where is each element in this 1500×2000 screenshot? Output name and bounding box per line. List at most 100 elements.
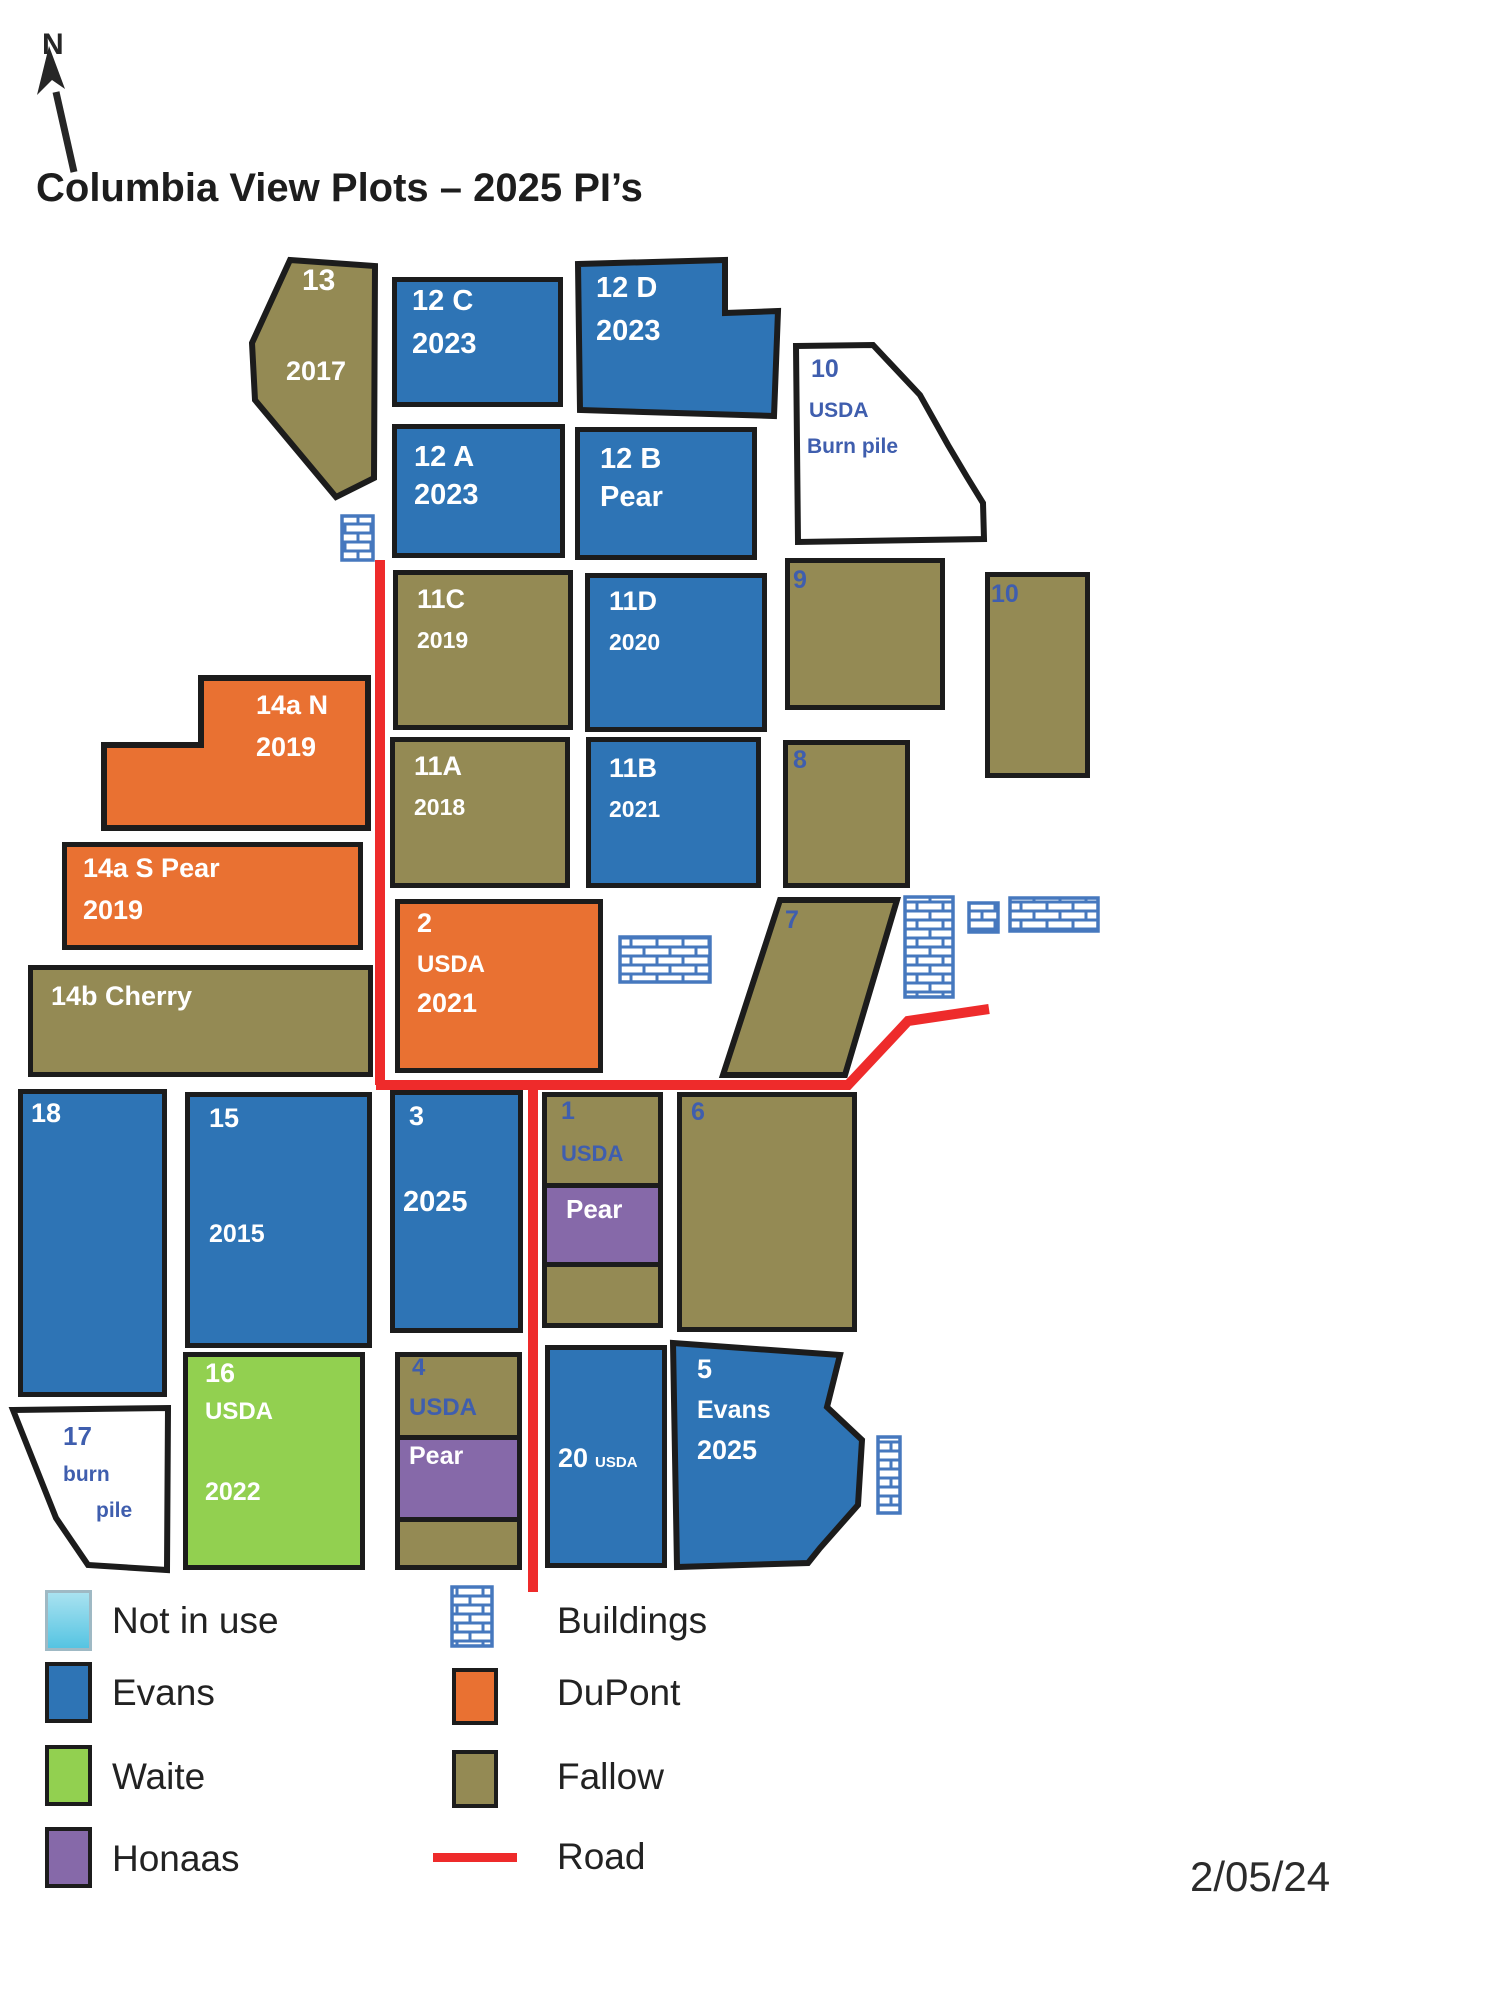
legend-buildings-icon (450, 1585, 494, 1648)
plot-10-burn-id: 10 (811, 355, 839, 383)
plot-6-id: 6 (691, 1098, 705, 1126)
plot-12b-crop: Pear (600, 481, 663, 513)
page-title: Columbia View Plots – 2025 PI’s (36, 166, 643, 210)
legend-label-not-in-use: Not in use (112, 1600, 279, 1641)
plot-12c-name: 12 C (412, 285, 474, 317)
plot-17-id: 17 (63, 1421, 92, 1451)
plot-16-org: USDA (205, 1398, 274, 1425)
plot-11c-year: 2019 (417, 627, 469, 653)
plot-17-note1: burn (63, 1463, 110, 1486)
plot-12d-name: 12 D (596, 272, 658, 304)
plot-16 (183, 1352, 365, 1570)
date-label: 2/05/24 (1190, 1853, 1331, 1900)
plot-8 (783, 740, 910, 888)
north-arrow-head (37, 46, 65, 95)
plot-7 (718, 897, 902, 1078)
plot-1 (542, 1092, 663, 1328)
plot-18 (18, 1089, 167, 1397)
plot-16-year: 2022 (205, 1478, 261, 1506)
plot-9 (785, 558, 945, 710)
plot-2-org: USDA (417, 951, 486, 978)
plot-8-id: 8 (793, 746, 807, 774)
legend-label-waite: Waite (112, 1756, 206, 1797)
plot-12a (392, 424, 565, 558)
plot-5 (669, 1339, 866, 1571)
plot-11a-year: 2018 (414, 794, 466, 820)
plot-11b (586, 737, 761, 888)
plot-10-fallow (985, 572, 1090, 778)
plot-20 (545, 1345, 667, 1568)
plot-1-id: 1 (561, 1097, 575, 1125)
plot-12b (575, 427, 757, 560)
building-icon-2 (618, 935, 712, 984)
plot-11d-year: 2020 (609, 629, 661, 655)
plot-17-note2: pile (96, 1499, 133, 1522)
plot-11d (585, 573, 767, 732)
plot-12c (392, 277, 563, 407)
legend-swatch-dupont (452, 1668, 498, 1725)
plot-11c-name: 11C (417, 584, 466, 614)
plot-12a-name: 12 A (414, 441, 475, 473)
plot-14as-name: 14a S Pear (83, 853, 220, 883)
legend-label-road: Road (557, 1836, 646, 1877)
plot-4-id: 4 (412, 1354, 426, 1381)
plot-10-burn-pile (792, 341, 988, 546)
plot-14b-name: 14b Cherry (51, 981, 193, 1011)
plot-18-id: 18 (31, 1098, 62, 1128)
plot-11c (393, 570, 573, 730)
plot-5-year: 2025 (697, 1435, 758, 1465)
plot-2 (395, 899, 603, 1073)
plot-15-id: 15 (209, 1103, 240, 1133)
plot-4-pear-band (400, 1435, 517, 1522)
plot-2-id: 2 (417, 908, 433, 938)
building-icon-3 (903, 895, 955, 999)
building-icon-1 (340, 514, 375, 562)
plot-13-id: 13 (302, 264, 336, 297)
legend-label-fallow: Fallow (557, 1756, 664, 1797)
legend-road-line (433, 1853, 517, 1862)
legend-swatch-evans (45, 1662, 92, 1723)
plot-3-year: 2025 (403, 1186, 468, 1218)
plot-17-burn-pile (8, 1404, 172, 1574)
plot-15 (185, 1092, 372, 1348)
legend-swatch-fallow (452, 1750, 498, 1808)
plot-14an-year: 2019 (256, 732, 317, 762)
plot-10-id: 10 (991, 580, 1019, 608)
plot-14a-s (62, 842, 363, 950)
plot-4-org: USDA (409, 1394, 478, 1421)
plot-20-label: 20 USDA (558, 1443, 638, 1474)
plot-4 (395, 1352, 522, 1570)
building-icon-6 (876, 1435, 902, 1515)
plot-1-pear-band (547, 1183, 658, 1267)
north-label: N (42, 28, 64, 61)
plot-14an-name: 14a N (256, 690, 329, 720)
plot-20-org: USDA (595, 1454, 638, 1471)
plot-20-id: 20 (558, 1443, 589, 1473)
plot-6 (677, 1092, 857, 1332)
building-icon-4 (967, 901, 1000, 934)
legend-swatch-honaas (45, 1827, 92, 1888)
plot-11d-name: 11D (609, 586, 658, 616)
plot-11a (390, 737, 570, 888)
plot-1-crop: Pear (566, 1194, 623, 1224)
plot-11b-year: 2021 (609, 796, 661, 822)
plot-2-year: 2021 (417, 988, 478, 1018)
plot-3 (390, 1090, 523, 1333)
building-icon-5 (1008, 896, 1100, 933)
plot-12d-year: 2023 (596, 315, 661, 347)
plot-5-owner: Evans (697, 1396, 771, 1424)
plot-13 (248, 256, 379, 501)
plot-14as-year: 2019 (83, 895, 144, 925)
plot-4-crop: Pear (409, 1442, 464, 1470)
plot-14b (28, 965, 373, 1077)
plot-12a-year: 2023 (414, 479, 479, 511)
legend-label-honaas: Honaas (112, 1838, 240, 1879)
plot-7-id: 7 (785, 906, 799, 934)
legend-swatch-waite (45, 1745, 92, 1806)
north-arrow-shaft (52, 91, 78, 173)
plot-3-id: 3 (409, 1101, 425, 1131)
plot-11a-name: 11A (414, 751, 463, 781)
plot-15-year: 2015 (209, 1220, 265, 1248)
